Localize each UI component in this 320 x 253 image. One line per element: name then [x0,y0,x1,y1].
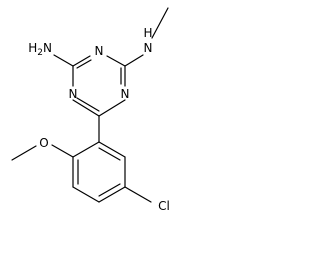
bond-nh-methyl [151,7,169,39]
bond-ctr-nh [124,54,144,67]
bond-c6-c1-double [98,147,121,161]
atom-nh2-n: N [43,41,52,55]
atom-nh2-h: H [28,41,37,55]
bond-c4-c5-double [98,183,121,197]
atom-nh-n: N [144,41,153,55]
atom-n-right: N [121,87,130,101]
bond-cbot-nleft [72,99,100,117]
atom-nh2: H2N [28,41,52,58]
atom-o: O [39,136,48,150]
bond-c6-c1 [98,141,126,158]
atom-cl: Cl [158,199,170,213]
bond-ctl-ntop-double [76,59,92,69]
bond-ntop-ctr [106,55,126,67]
bond-c5-cl [124,186,152,203]
bond-o-methyl [11,145,37,161]
bond-cbot-nleft-double [76,97,100,112]
atom-labels: N N N H2N N H O Cl [28,26,170,213]
structure-diagram: N N N H2N N H O Cl [11,7,170,213]
atom-n-top: N [95,44,104,58]
bond-c4-c5 [98,186,126,203]
bond-ctl-ntop [72,55,91,67]
atom-nh2-subscript: 2 [37,48,43,58]
bond-c1-c2 [72,141,100,158]
bonds [11,7,169,203]
bond-c2-o [51,144,74,158]
bond-ctl-nh2 [53,54,74,67]
atom-n-left: N [69,87,78,101]
molecule-svg: N N N H2N N H O Cl [11,7,170,213]
bond-c3-c4 [72,186,100,203]
bond-nright-cbot [98,99,126,117]
atom-nh-h: H [143,26,152,40]
